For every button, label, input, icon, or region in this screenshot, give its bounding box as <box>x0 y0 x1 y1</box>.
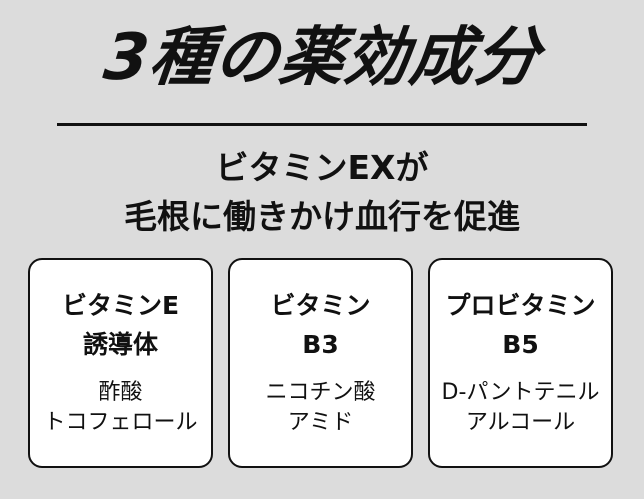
subtitle-line-1: ビタミンEXが <box>215 148 429 187</box>
ingredient-card-vitamin-e: ビタミンE 誘導体 酢酸 トコフェロール <box>28 258 213 468</box>
ingredient-card-provitamin-b5: プロビタミン B5 D-パントテニル アルコール <box>428 258 613 468</box>
card-title-line-1: ビタミンE <box>61 291 180 320</box>
card-subtitle-line-1: 酢酸 <box>98 380 143 405</box>
card-subtitle-line-2: アルコール <box>465 410 576 435</box>
card-title-line-2: B5 <box>502 330 539 359</box>
card-subtitle-line-1: D-パントテニル <box>441 380 600 405</box>
card-subtitle-line-1: ニコチン酸 <box>265 380 376 405</box>
ingredient-card-vitamin-b3: ビタミン B3 ニコチン酸 アミド <box>228 258 413 468</box>
card-title-line-1: プロビタミン <box>445 291 596 320</box>
card-title-line-2: 誘導体 <box>82 330 158 359</box>
card-title-line-1: ビタミン <box>270 291 371 320</box>
card-title-line-2: B3 <box>302 330 339 359</box>
card-subtitle-line-2: アミド <box>287 410 354 435</box>
subtitle-line-2: 毛根に働きかけ血行を促進 <box>124 197 520 236</box>
title-divider <box>57 123 587 126</box>
page-title: 3種の薬効成分 <box>100 21 544 95</box>
card-subtitle-line-2: トコフェロール <box>43 410 198 435</box>
